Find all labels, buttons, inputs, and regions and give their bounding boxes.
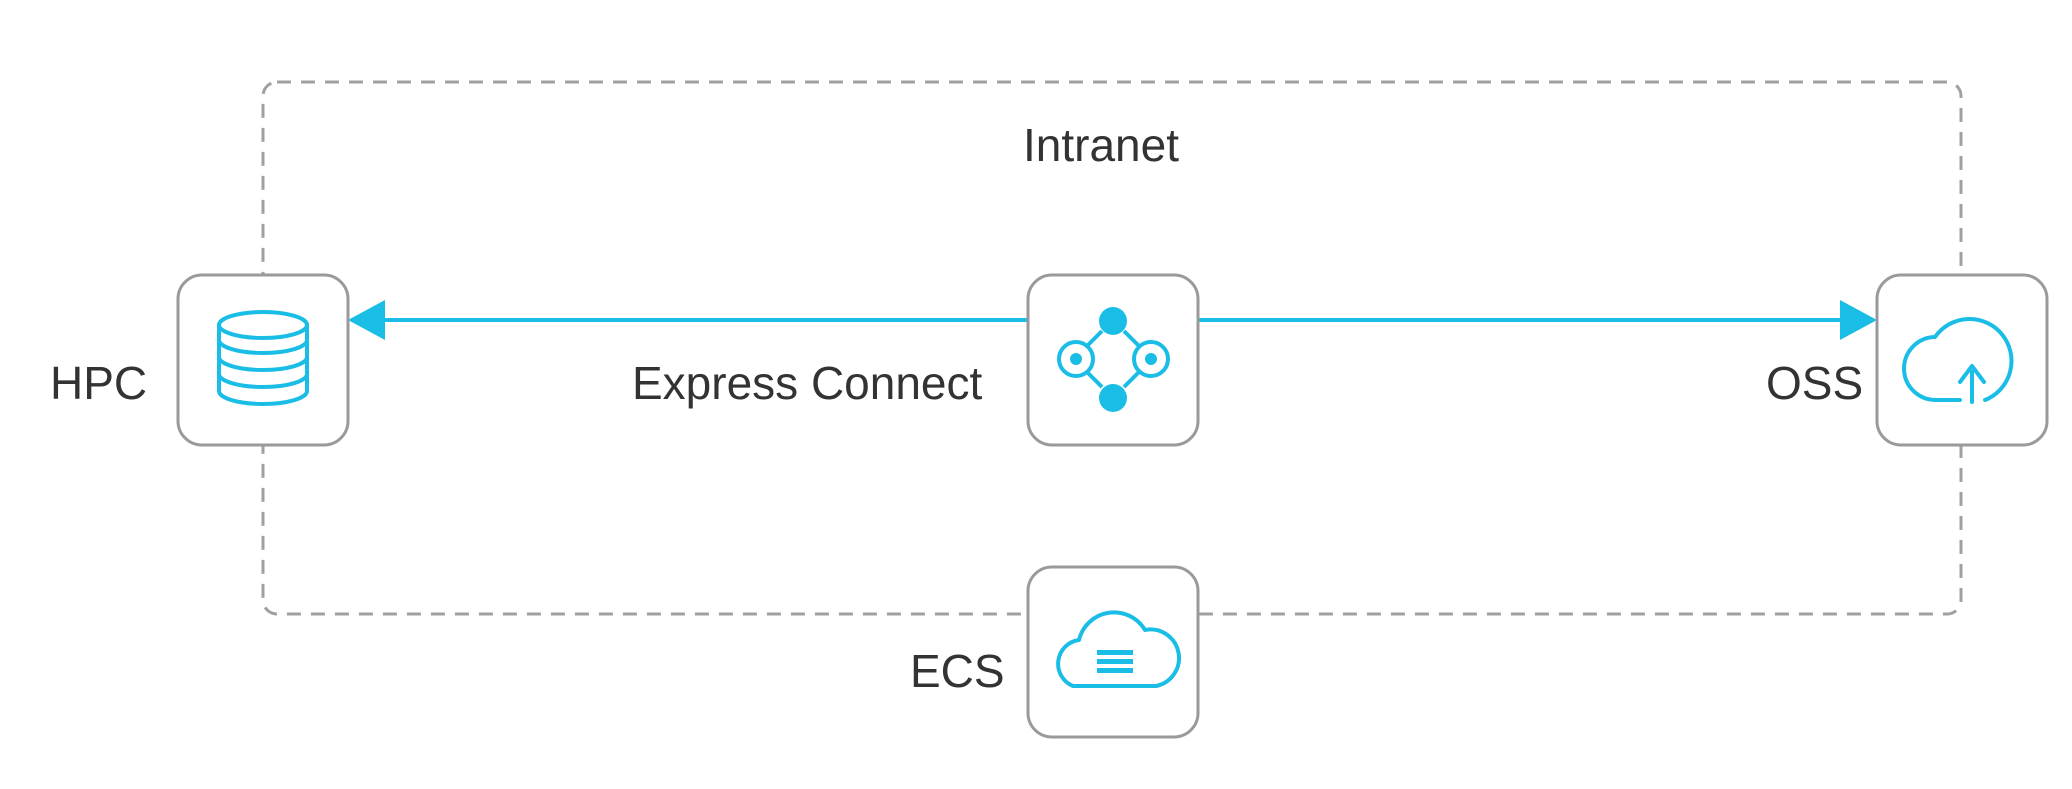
oss-node[interactable] — [1875, 273, 2049, 447]
arrowhead-hpc — [348, 300, 385, 340]
express-connect-node[interactable] — [1026, 273, 1200, 447]
express-connect-node-box — [1026, 273, 1200, 447]
cloud-upload-icon — [1902, 317, 2014, 404]
oss-node-box — [1875, 273, 2049, 447]
node-label-express-connect: Express Connect — [632, 357, 983, 409]
arrowhead-oss — [1840, 300, 1877, 340]
network-hub-icon — [1057, 307, 1170, 412]
node-label-hpc: HPC — [50, 357, 148, 409]
database-icon — [217, 310, 309, 406]
region-label-intranet: Intranet — [1023, 119, 1179, 171]
cloud-server-icon — [1056, 610, 1182, 688]
hpc-node-box — [176, 273, 350, 447]
node-label-ecs: ECS — [910, 645, 1005, 697]
node-label-oss: OSS — [1766, 357, 1864, 409]
hpc-node[interactable] — [176, 273, 350, 447]
ecs-node[interactable] — [1026, 565, 1200, 739]
